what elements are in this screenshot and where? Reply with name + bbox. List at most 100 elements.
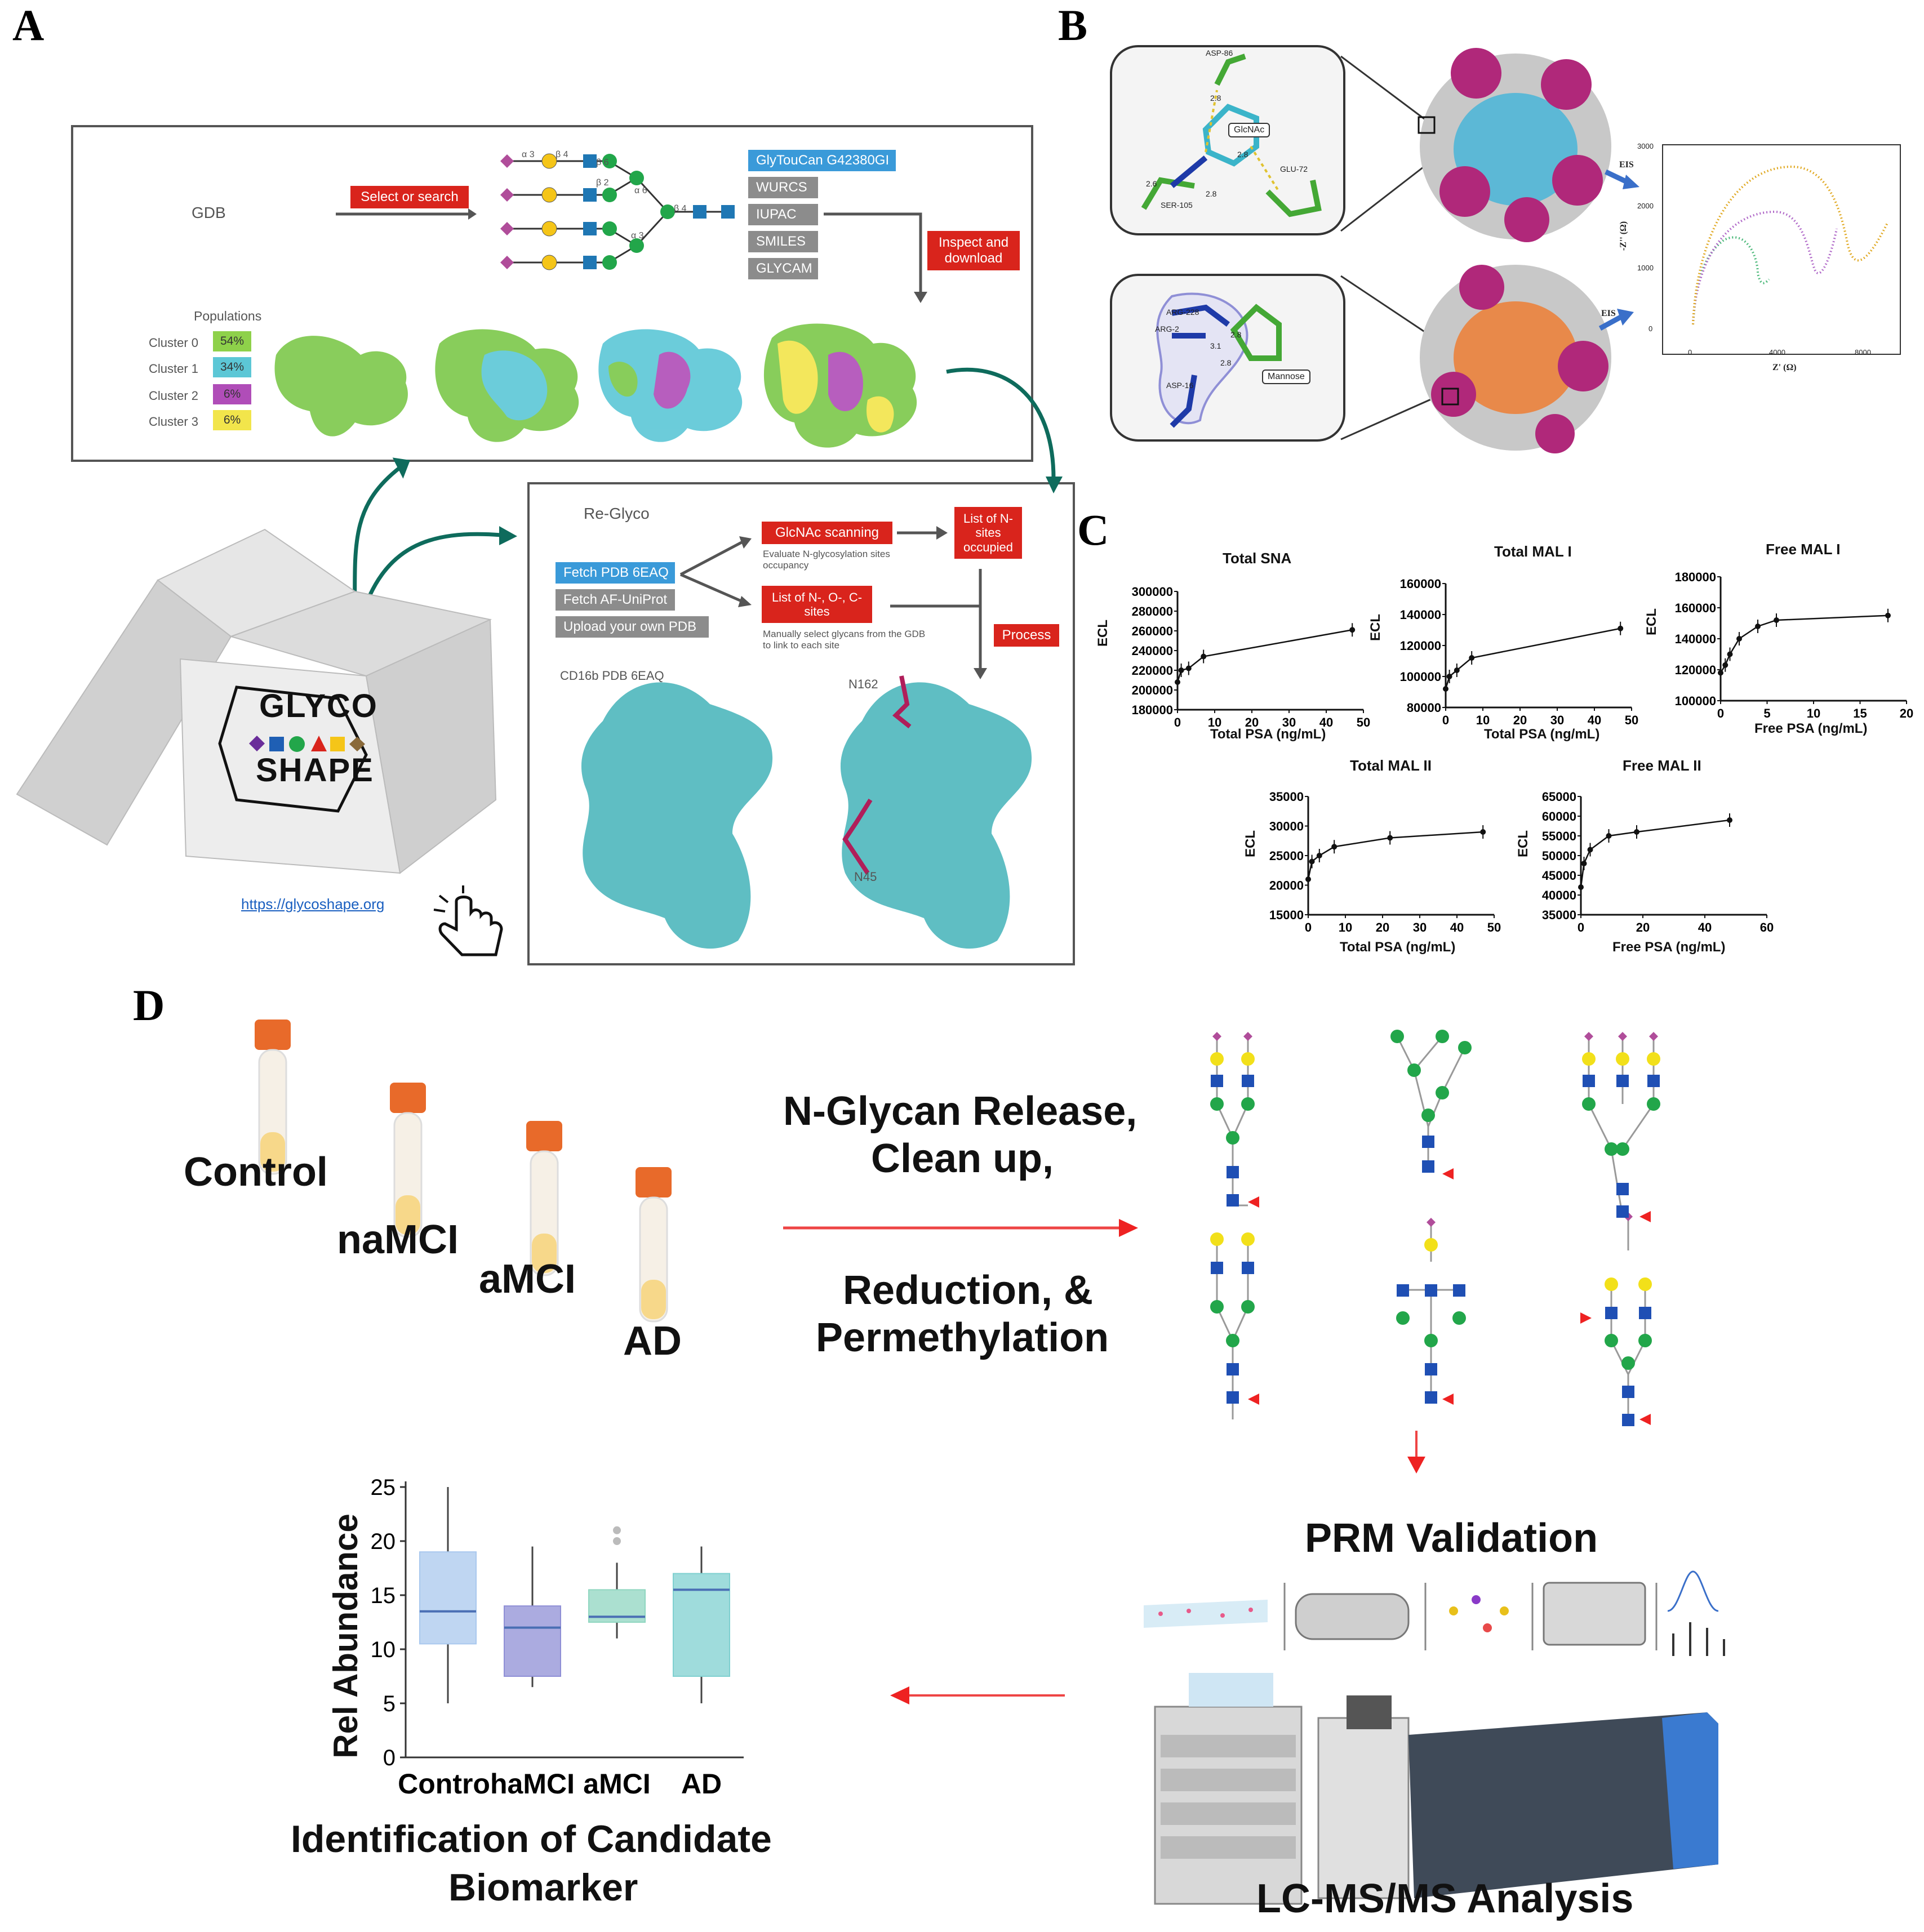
y-tick-label: 30000 <box>1269 820 1304 834</box>
x-tick-label: 50 <box>1487 920 1501 934</box>
x-tick-label: 20 <box>1513 713 1527 727</box>
x-tick-label: 30 <box>1282 715 1296 729</box>
distance-label: 2.8 <box>1237 150 1248 159</box>
y-tick-label: 15 <box>371 1583 396 1608</box>
chart-xlabel: Total PSA (ng/mL) <box>1340 940 1456 955</box>
group-control: Control <box>184 1150 328 1195</box>
list-nsites-button[interactable]: List of N-sites occupied <box>954 507 1022 559</box>
x-tick-label: AD <box>681 1768 722 1800</box>
nyquist-xtick: 0 <box>1688 348 1692 357</box>
x-tick-label: 10 <box>1208 715 1221 729</box>
list-sites-description: Manually select glycans from the GDB to … <box>763 629 926 651</box>
logo-text-glyco: GLYCO <box>259 688 378 724</box>
prm-validation-title: PRM Validation <box>1305 1516 1598 1561</box>
x-tick-label: 40 <box>1698 920 1712 934</box>
workflow-arrow-left <box>890 1686 1065 1704</box>
glcnac-binding-model <box>1141 54 1322 217</box>
cluster-3-name: Cluster 3 <box>149 415 199 429</box>
data-point <box>1387 835 1393 841</box>
y-tick-label: 120000 <box>1400 639 1441 653</box>
outlier-point <box>613 1537 621 1545</box>
identification-title: Identification of Candidate <box>291 1818 772 1860</box>
group-ad: AD <box>623 1319 682 1364</box>
y-tick-label: 100000 <box>1675 694 1716 708</box>
nyquist-ytick: 0 <box>1648 324 1653 333</box>
fork-arrows <box>679 536 752 607</box>
y-tick-label: 60000 <box>1542 809 1576 823</box>
data-point <box>1581 861 1587 866</box>
y-tick-label: 140000 <box>1675 632 1716 646</box>
chart-xlabel: Free PSA (ng/mL) <box>1754 721 1868 736</box>
fetch-pdb-button[interactable]: Fetch PDB 6EAQ <box>556 562 675 584</box>
residue-glu72: GLU-72 <box>1280 164 1308 173</box>
inspect-download-button[interactable]: Inspect and download <box>927 231 1020 270</box>
y-tick-label: 55000 <box>1542 829 1576 843</box>
x-tick-label: aMCI <box>583 1768 650 1800</box>
list-sites-button[interactable]: List of N-, O-, C-sites <box>762 586 872 623</box>
flow-arrows <box>353 367 1063 626</box>
select-search-button[interactable]: Select or search <box>350 186 469 208</box>
y-tick-label: 160000 <box>1675 601 1716 615</box>
upload-pdb-button[interactable]: Upload your own PDB <box>556 616 709 638</box>
format-wurcs-button[interactable]: WURCS <box>748 177 818 198</box>
format-glycam-button[interactable]: GLYCAM <box>748 258 818 279</box>
format-iupac-button[interactable]: IUPAC <box>748 204 818 225</box>
x-tick-label: Control <box>398 1768 498 1800</box>
data-point <box>1331 844 1338 850</box>
chart-title: Free MAL II <box>1623 757 1701 774</box>
data-point <box>1201 653 1207 660</box>
y-tick-label: 280000 <box>1132 604 1173 618</box>
nyquist-ytick: 2000 <box>1637 202 1654 210</box>
residue-arg228: ARG-228 <box>1166 308 1199 317</box>
sample-tubes <box>255 1020 672 1323</box>
eis-label-bottom: EIS <box>1601 309 1616 318</box>
panel-label-a: A <box>12 1 45 50</box>
data-point <box>1718 670 1723 676</box>
x-tick-label: 20 <box>1245 715 1259 729</box>
x-tick-label: 30 <box>1413 920 1427 934</box>
x-tick-label: 0 <box>1578 920 1584 934</box>
residue-asp16: ASP-16 <box>1166 381 1194 390</box>
y-tick-label: 260000 <box>1132 624 1173 638</box>
group-namci: naMCI <box>337 1217 459 1262</box>
nyquist-xtick: 4000 <box>1769 348 1785 357</box>
y-tick-label: 80000 <box>1407 701 1441 715</box>
nyquist-ytick: 1000 <box>1637 264 1654 272</box>
chart-title: Total SNA <box>1223 550 1292 567</box>
format-smiles-button[interactable]: SMILES <box>748 231 818 252</box>
linkage-label: β 2 <box>596 178 609 188</box>
fit-line <box>1719 615 1889 674</box>
data-point <box>1454 667 1460 673</box>
process-button[interactable]: Process <box>994 624 1059 647</box>
data-point <box>1349 627 1356 633</box>
data-point <box>1446 674 1452 679</box>
x-tick-label: 50 <box>1625 713 1638 727</box>
glytoucan-id-button[interactable]: GlyTouCan G42380GI <box>748 150 896 171</box>
y-tick-label: 35000 <box>1269 790 1304 804</box>
linkage-label: β 4 <box>674 204 687 213</box>
distance-label: 3.1 <box>1210 341 1221 350</box>
fetch-af-uniprot-button[interactable]: Fetch AF-UniProt <box>556 589 675 611</box>
glycoshape-url-link[interactable]: https://glycoshape.org <box>241 896 385 912</box>
x-tick-label: 20 <box>1376 920 1389 934</box>
data-point <box>1736 636 1742 642</box>
x-tick-label: 0 <box>1174 715 1181 729</box>
x-tick-label: naMCI <box>490 1768 575 1800</box>
distance-label: 2.6 <box>1146 179 1157 188</box>
y-tick-label: 240000 <box>1132 644 1173 658</box>
binding-inset-bottom <box>1110 274 1345 442</box>
glcnac-description: Evaluate N-glycosylation sites occupancy <box>763 549 890 571</box>
y-tick-label: 40000 <box>1542 888 1576 902</box>
y-tick-label: 200000 <box>1132 683 1173 697</box>
y-tick-label: 120000 <box>1675 663 1716 677</box>
hand-pointer-icon <box>433 885 503 956</box>
glcnac-scanning-button[interactable]: GlcNAc scanning <box>762 522 892 544</box>
chart-xlabel: Total PSA (ng/mL) <box>1210 727 1326 742</box>
panel-label-b: B <box>1058 1 1088 50</box>
fit-line <box>1307 831 1483 880</box>
residue-asp86: ASP-86 <box>1206 48 1233 57</box>
chart-xlabel: Total PSA (ng/mL) <box>1484 727 1600 742</box>
